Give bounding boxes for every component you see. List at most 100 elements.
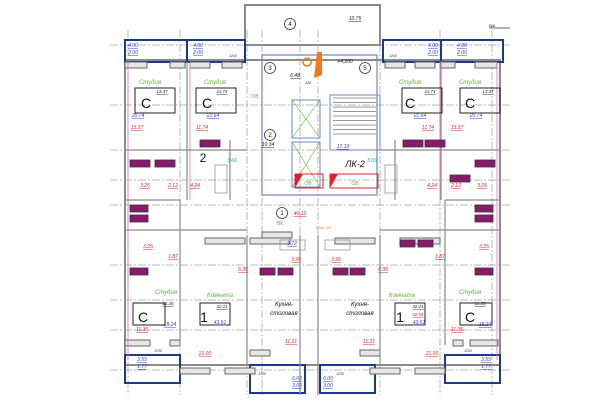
area-label: 20.74 [469,113,483,119]
furniture-wardrobe [277,267,294,276]
apartment-mark: С [141,95,151,111]
area-label: 3.25 [477,183,487,189]
ventilation-fill [330,174,338,188]
bathtub [279,239,306,251]
wall-hatch [189,61,211,69]
wall-hatch [224,367,256,375]
furniture-wardrobe [402,139,424,148]
area-label: 13.37 [482,89,494,94]
furniture-wardrobe [259,267,276,276]
balcony [440,39,504,63]
area-label: 21.00 [425,351,439,357]
area-label: 21.00 [198,351,212,357]
area-label: 3.95 [331,257,341,263]
dimension-label: 1200 [389,54,397,58]
area-label: 3.25 [143,244,153,250]
balcony-area-reduced: 2.00 [456,50,467,56]
elevator-shaft [291,141,321,188]
ov-label: ОВ [251,94,259,100]
balcony-area-reduced: 1.77 [481,364,491,370]
furniture-wardrobe [332,267,349,276]
furniture-wardrobe [474,214,494,223]
area-label: 11.74 [196,125,208,131]
area-label: 3.66 [367,158,377,164]
apartment-mark: С [405,95,415,111]
area-label: 3.25 [479,244,489,250]
furniture-wardrobe [474,267,494,276]
balcony-area-reduced: 2.00 [192,50,203,56]
area-label: 3.95 [291,257,301,263]
area-label: 11.35 [475,301,486,306]
room-name-studio: Студия [155,290,178,296]
area-label: 11.21 [285,339,297,345]
furniture-wardrobe [154,159,176,168]
dimension-label: 1200 [258,372,266,376]
outer-wall [124,59,501,366]
apartment-mark-box [134,87,176,114]
room-number: 3 [268,66,272,72]
area-label: 32.21 [216,304,228,309]
elevator-cross [291,99,321,139]
apartment-mark-box [195,87,237,114]
room-number-circle [276,207,288,219]
area-label: 11.74 [422,125,434,131]
area-label: 40.12 [294,211,307,217]
balcony-area: 3.55 [137,357,147,363]
room-number-circle [264,62,276,74]
stair-well [329,94,381,151]
apartment-mark: 1 [396,309,404,325]
balcony-area: 4.00 [428,43,438,49]
room-name-studio: Студия [399,80,422,86]
dimension-label: 1200 [154,349,162,353]
apartment-mark: С [138,309,148,325]
balcony-area-reduced: 3.00 [292,383,302,389]
area-label: 10.75 [349,16,362,22]
furniture-wardrobe [449,174,471,183]
room-number: 1 [280,211,284,217]
ov-label: ОВ [304,181,312,187]
room-name-kitchen: Кухня- [351,302,369,308]
area-label: 13.37 [131,125,144,131]
balcony [249,364,306,394]
bathtub [324,239,351,251]
balcony [186,39,246,63]
area-label: 21.64 [206,113,220,119]
furniture-wardrobe [129,214,149,223]
area-label: 2.12 [450,183,461,189]
wall-hatch [384,61,406,69]
room-name-room: Комната [389,293,416,299]
room-number-circle [284,18,296,30]
room-number-circle [359,62,371,74]
room-name-room: Комната [207,293,234,299]
room-name-kitchen: столовая [270,311,298,317]
wall-hatch [469,339,499,347]
area-label: 18.24 [479,322,492,328]
furniture-wardrobe [199,139,221,148]
wall-hatch [261,231,293,239]
area-label: 4.24 [427,183,437,189]
furniture-wardrobe [129,159,151,168]
dimension-label: 1200 [464,349,472,353]
area-label: 43.51 [413,320,426,326]
apartment-mark: С [202,95,212,111]
wall-hatch [124,339,151,347]
area-label: 1.87 [168,254,178,260]
room-name-kitchen: столовая [346,311,374,317]
room-number: 2 [268,133,272,139]
area-label: 21.64 [413,113,427,119]
area-label: 11.74 [425,89,436,94]
wall-hatch [204,237,246,245]
room-number: 5 [363,66,367,72]
balcony-area: 4.00 [457,43,467,49]
balcony-area-reduced: 2.00 [127,50,138,56]
area-label: 11.74 [217,89,228,94]
room-name-studio: Студия [204,80,227,86]
ds-label: ДШ [489,23,496,28]
room-name-studio: Студия [139,80,162,86]
wall-hatch [124,61,148,69]
room-number-circle [264,129,276,141]
room-number: 4 [288,22,292,28]
elevator-hall-label: ЛК-2 [344,159,364,169]
balcony-area: 4.00 [128,43,138,49]
